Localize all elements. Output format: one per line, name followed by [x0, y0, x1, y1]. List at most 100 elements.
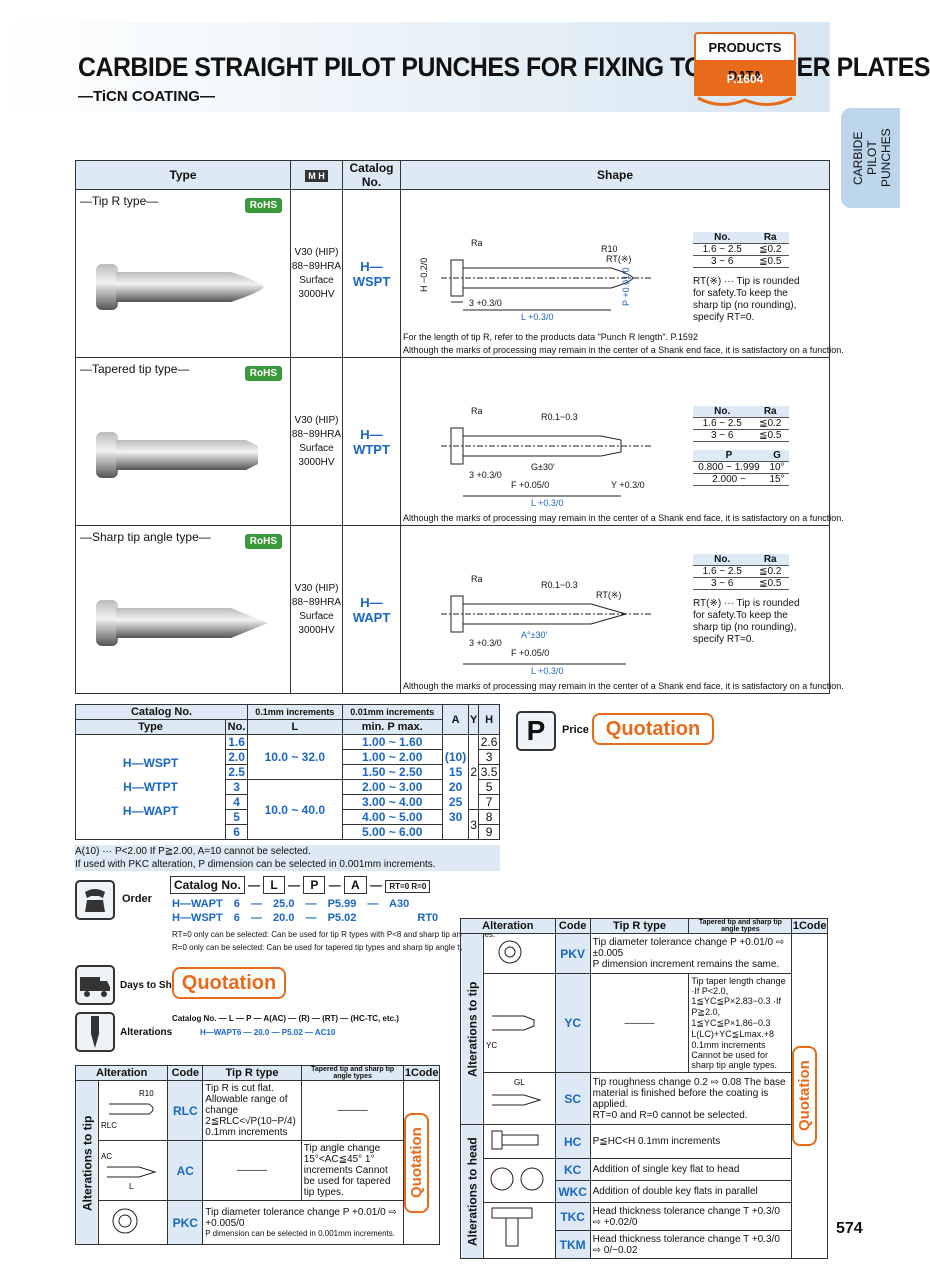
- alt-table-left: Alteration Code Tip R type Tapered tip a…: [74, 1065, 440, 1245]
- order-note-1: RT=0 only can be selected: Can be used f…: [172, 930, 496, 939]
- alt-table-right: Alteration Code Tip R type Tapered tip a…: [460, 918, 828, 1259]
- hc-diagram: [482, 1124, 556, 1159]
- code-tkm[interactable]: TKM: [554, 1230, 591, 1259]
- price-quotation[interactable]: Quotation: [592, 713, 714, 745]
- material-tip-r: V30 (HIP) 88~89HRA Surface 3000HV: [290, 189, 343, 358]
- products-data-label: PRODUCTS DATA: [694, 32, 796, 83]
- title-bar: [0, 22, 830, 112]
- alterations-label: Alterations: [120, 1027, 173, 1038]
- note-tip-r-2: Although the marks of processing may rem…: [403, 345, 844, 355]
- pkc-diagram: [97, 1200, 169, 1245]
- col-type: Type: [75, 160, 291, 190]
- side-tab[interactable]: CARBIDE PILOT PUNCHES: [841, 108, 900, 208]
- drill-icon: [75, 1012, 115, 1052]
- code-pkc[interactable]: PKC: [167, 1200, 204, 1245]
- page-subtitle: —TiCN COATING—: [78, 88, 215, 105]
- svg-text:R10: R10: [139, 1089, 154, 1098]
- svg-text:L +0.3/0: L +0.3/0: [531, 498, 563, 508]
- drawing-tip-r: R10 RT(※) Ra 3 +0.3/0 L +0.3/0 H −0.2/0 …: [419, 238, 651, 322]
- yc-diagram: YC: [482, 973, 556, 1073]
- code-kc[interactable]: KC: [554, 1158, 591, 1181]
- products-data-link[interactable]: PRODUCTS DATA P.1604: [694, 32, 796, 110]
- material-sharp: V30 (HIP) 88~89HRA Surface 3000HV: [290, 525, 343, 694]
- svg-text:Ra: Ra: [471, 238, 483, 248]
- svg-text:RLC: RLC: [101, 1121, 117, 1130]
- price-label: Price: [562, 724, 589, 736]
- drawing-sharp: R0.1~0.3 Ra A°±30' 3 +0.3/0 F +0.05/0 L …: [441, 574, 651, 676]
- code-wkc[interactable]: WKC: [554, 1180, 591, 1203]
- code-tkc[interactable]: TKC: [554, 1202, 591, 1231]
- code-rlc[interactable]: RLC: [167, 1080, 204, 1141]
- svg-text:A°±30': A°±30': [521, 630, 548, 640]
- page-title: CARBIDE STRAIGHT PILOT PUNCHES FOR FIXIN…: [78, 52, 930, 82]
- days-label: Days to Ship: [120, 980, 181, 991]
- spec-table: Catalog No. 0.1mm increments 0.01mm incr…: [74, 704, 500, 840]
- rohs-badge: RoHS: [244, 198, 282, 213]
- svg-text:RT(※): RT(※): [596, 590, 621, 600]
- order-format: Catalog No. — L — P — A — RT=0 R=0: [170, 876, 431, 894]
- catalog-wtpt[interactable]: H—WTPT: [342, 357, 401, 526]
- svg-text:P +0.01/0: P +0.01/0: [621, 267, 631, 306]
- spec-note-2: If used with PKC alteration, P dimension…: [75, 858, 500, 871]
- code-ac[interactable]: AC: [167, 1140, 204, 1201]
- shape-tip-r: R10 RT(※) Ra 3 +0.3/0 L +0.3/0 H −0.2/0 …: [400, 189, 844, 358]
- catalog-wspt[interactable]: H—WSPT: [342, 189, 401, 358]
- page-number: 574: [836, 1220, 863, 1237]
- svg-text:R10: R10: [601, 244, 618, 254]
- days-quotation[interactable]: Quotation: [172, 967, 286, 999]
- phone-icon: [75, 880, 115, 920]
- type-tip-r: —Tip R type— RoHS: [75, 189, 291, 358]
- svg-text:F +0.05/0: F +0.05/0: [511, 480, 549, 490]
- pin-image-tapered: [96, 432, 258, 478]
- pin-image-sharp: [96, 600, 268, 646]
- drawing-tapered: R0.1~0.3 Ra G±30' 3 +0.3/0 F +0.05/0 L +…: [441, 406, 651, 508]
- catalog-wapt[interactable]: H—WAPT: [342, 525, 401, 694]
- svg-text:L +0.3/0: L +0.3/0: [531, 666, 563, 676]
- svg-text:YC: YC: [486, 1041, 497, 1050]
- material-tapered: V30 (HIP) 88~89HRA Surface 3000HV: [290, 357, 343, 526]
- svg-text:AC: AC: [101, 1152, 112, 1161]
- ra-table-tip-r: No.Ra 1.6 ~ 2.5≦0.2 3 ~ 6≦0.5: [693, 232, 789, 268]
- shape-tapered: R0.1~0.3 Ra G±30' 3 +0.3/0 F +0.05/0 L +…: [400, 357, 844, 526]
- svg-text:3 +0.3/0: 3 +0.3/0: [469, 298, 502, 308]
- type-tapered: —Tapered tip type— RoHS: [75, 357, 291, 526]
- key-flat-diagram: [482, 1158, 556, 1203]
- order-example-2: H—WSPT 6 — 20.0 — P5.02 RT0: [172, 912, 439, 924]
- type-sharp: —Sharp tip angle type— RoHS: [75, 525, 291, 694]
- col-catalog: Catalog No.: [342, 160, 401, 190]
- tk-diagram: [482, 1202, 556, 1259]
- alterations-format: Catalog No. — L — P — A(AC) — (R) — (RT)…: [172, 1014, 399, 1023]
- svg-text:GL: GL: [514, 1078, 525, 1087]
- svg-text:R0.1~0.3: R0.1~0.3: [541, 412, 578, 422]
- svg-text:H −0.2/0: H −0.2/0: [419, 258, 429, 292]
- truck-icon: [75, 965, 115, 1005]
- code-yc[interactable]: YC: [554, 973, 591, 1073]
- side-tab-label: CARBIDE PILOT PUNCHES: [851, 128, 893, 188]
- note-sharp: Although the marks of processing may rem…: [403, 681, 844, 691]
- ra-table-sharp: No.Ra 1.6 ~ 2.5≦0.2 3 ~ 6≦0.5: [693, 554, 789, 590]
- note-tapered: Although the marks of processing may rem…: [403, 513, 844, 523]
- rohs-badge: RoHS: [244, 534, 282, 549]
- col-mh: M H: [290, 160, 343, 190]
- svg-text:L +0.3/0: L +0.3/0: [521, 312, 553, 322]
- code-sc[interactable]: SC: [554, 1072, 591, 1125]
- svg-text:3 +0.3/0: 3 +0.3/0: [469, 470, 502, 480]
- alterations-example: H—WAPT6 — 20.0 — P5.02 — AC10: [200, 1028, 336, 1037]
- products-data-page: P.1604: [694, 62, 796, 96]
- rt-note-sharp: RT(※) ··· Tip is rounded for safety.To k…: [693, 598, 800, 645]
- alt-right-quotation[interactable]: Quotation: [792, 1046, 818, 1146]
- order-label: Order: [122, 893, 152, 905]
- svg-text:F +0.05/0: F +0.05/0: [511, 648, 549, 658]
- code-pkv[interactable]: PKV: [554, 933, 591, 974]
- product-table: Type M H Catalog No. Shape —Tip R type— …: [75, 160, 844, 694]
- svg-text:3 +0.3/0: 3 +0.3/0: [469, 638, 502, 648]
- order-example-1: H—WAPT 6 — 25.0 — P5.99 — A30: [172, 898, 410, 910]
- alt-left-quotation[interactable]: Quotation: [404, 1112, 430, 1213]
- code-hc[interactable]: HC: [554, 1124, 591, 1159]
- ra-table-tapered: No.Ra 1.6 ~ 2.5≦0.2 3 ~ 6≦0.5: [693, 406, 789, 442]
- svg-text:RT(※): RT(※): [606, 254, 631, 264]
